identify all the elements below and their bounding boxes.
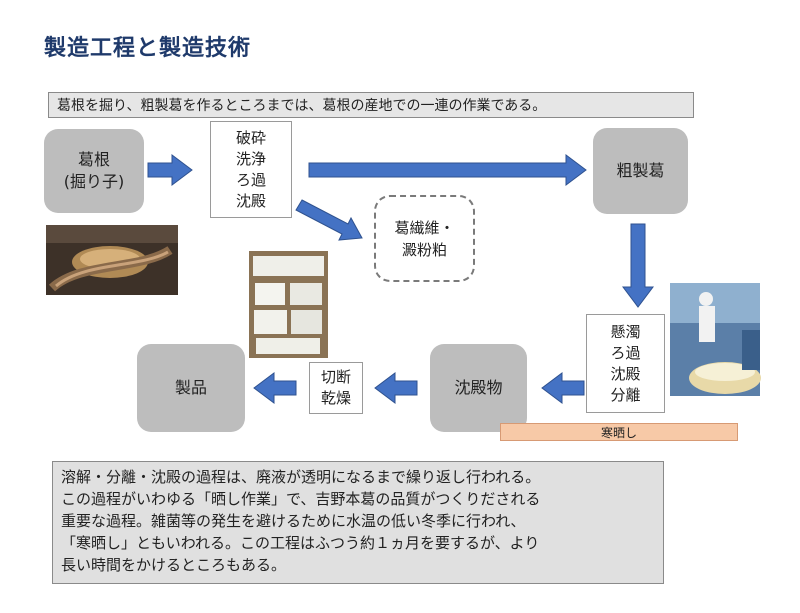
process-description: 溶解・分離・沈殿の過程は、廃液が透明になるまで繰り返し行われる。 この過程がいわ… <box>52 461 664 584</box>
node-product: 製品 <box>137 344 245 432</box>
arrow-root-to-step1 <box>147 154 193 186</box>
node-crude-kudzu: 粗製葛 <box>593 128 688 214</box>
node-step3: 切断 乾燥 <box>309 362 363 414</box>
node-byproduct: 葛繊維・ 澱粉粕 <box>374 195 475 282</box>
node-kudzu-root: 葛根 (掘り子) <box>44 129 144 213</box>
intro-note: 葛根を掘り、粗製葛を作るところまでは、葛根の産地での一連の作業である。 <box>48 92 694 118</box>
arrow-step3-to-product <box>253 372 297 404</box>
arrow-step1-to-crude <box>308 154 587 186</box>
arrow-step2-to-sediment <box>541 372 585 404</box>
dried-kudzu-photo <box>249 251 328 358</box>
kanzarashi-band: 寒晒し <box>500 423 738 441</box>
kudzu-root-photo <box>46 225 178 295</box>
page-title: 製造工程と製造技術 <box>44 36 252 61</box>
sarashi-worker-photo <box>670 283 761 396</box>
node-sediment: 沈殿物 <box>430 344 527 432</box>
arrow-step1-to-byproduct <box>295 199 363 241</box>
node-step2: 懸濁 ろ過 沈殿 分離 <box>586 314 665 413</box>
node-step1: 破砕 洗浄 ろ過 沈殿 <box>210 121 292 218</box>
arrow-crude-to-step2 <box>622 223 654 308</box>
arrow-sediment-to-step3 <box>374 372 418 404</box>
